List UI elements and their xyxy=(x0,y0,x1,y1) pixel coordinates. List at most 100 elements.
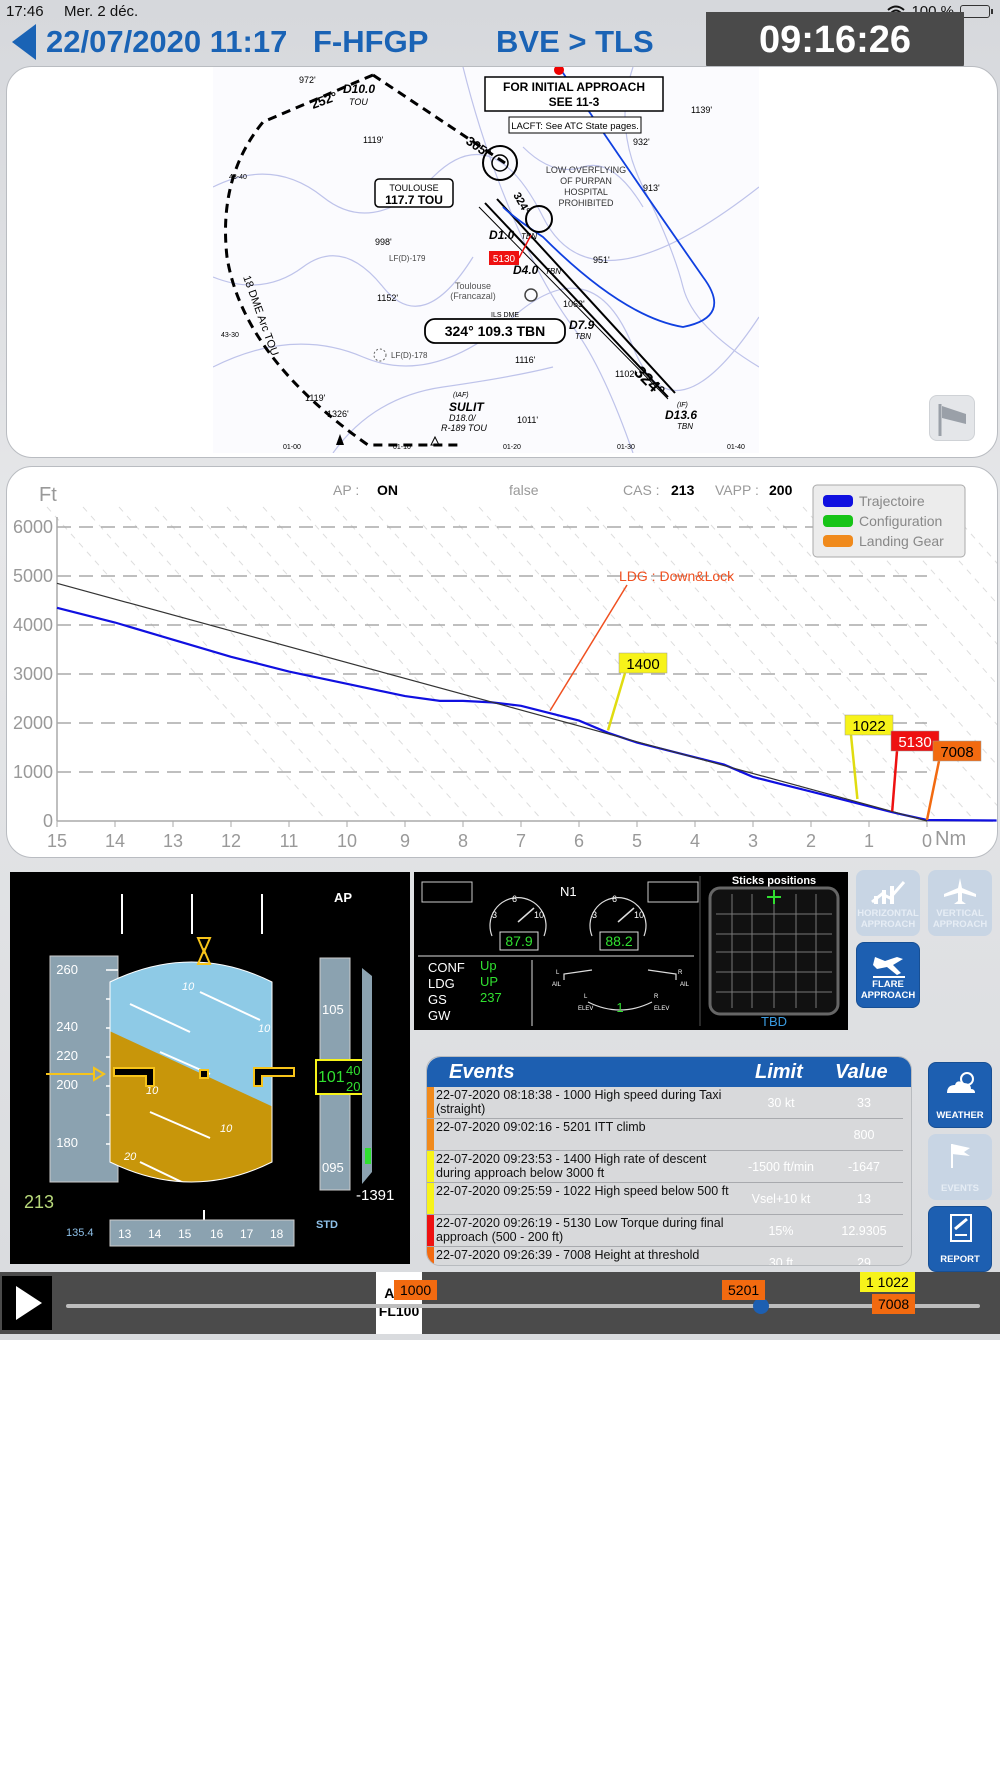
event-limit: 30 ft xyxy=(768,1256,794,1266)
svg-text:10: 10 xyxy=(220,1123,233,1135)
header: 22/07/2020 11:17 F-HFGP BVE > TLS 09:16:… xyxy=(0,12,1000,70)
event-severity-bar xyxy=(427,1215,434,1246)
chart-series xyxy=(56,582,997,822)
x-tick-label: 12 xyxy=(221,831,241,851)
timeline-event-marker[interactable]: 7008 xyxy=(872,1294,916,1314)
windsock-icon xyxy=(938,404,966,436)
x-tick-label: 5 xyxy=(632,831,642,851)
speed-bottom: 135.4 xyxy=(66,1227,94,1239)
status-date: Mer. 2 déc. xyxy=(64,3,139,20)
y-tick-label: 3000 xyxy=(13,664,53,684)
approach-chart[interactable]: FOR INITIAL APPROACH SEE 11-3 LACFT: See… xyxy=(213,67,759,453)
grid-hatch xyxy=(730,506,997,807)
x-tick-label: 14 xyxy=(105,831,125,851)
ldg-annotation: LDG : Down&Lock xyxy=(619,568,735,584)
vertical-approach-button[interactable]: VERTICAL APPROACH xyxy=(928,870,992,936)
event-value: 12.9305 xyxy=(841,1224,887,1238)
svg-text:01-10: 01-10 xyxy=(393,444,411,451)
svg-text:998': 998' xyxy=(375,237,392,247)
landing-plane-icon xyxy=(873,957,905,978)
stick-position-marker xyxy=(767,890,781,904)
svg-text:01-40: 01-40 xyxy=(727,444,745,451)
svg-text:1326': 1326' xyxy=(327,409,349,419)
weather-button[interactable]: WEATHER xyxy=(928,1062,992,1128)
x-tick-label: 3 xyxy=(748,831,758,851)
flight-controls-value: 1 xyxy=(616,1000,623,1015)
timeline-event-marker[interactable]: 1 1022 xyxy=(860,1272,915,1292)
event-row[interactable]: 22-07-2020 09:25:59 - 1022 High speed be… xyxy=(427,1183,903,1215)
timeline-event-marker[interactable]: 1000 xyxy=(394,1280,438,1300)
event-limit: 30 kt xyxy=(767,1096,795,1110)
gw-label: GW xyxy=(428,1008,451,1023)
svg-text:D7.9: D7.9 xyxy=(569,318,595,332)
svg-text:932': 932' xyxy=(633,137,650,147)
sticks-status: TBD xyxy=(761,1014,787,1029)
report-button[interactable]: REPORT xyxy=(928,1206,992,1272)
svg-text:(IAF): (IAF) xyxy=(453,392,469,399)
svg-text:R: R xyxy=(654,994,659,1000)
timeline-event-marker[interactable]: 5201 xyxy=(722,1280,766,1300)
timeline-thumb[interactable] xyxy=(752,1298,769,1314)
svg-text:D4.0: D4.0 xyxy=(513,263,539,277)
event-row[interactable]: 22-07-2020 09:26:39 - 7008 Height at thr… xyxy=(427,1247,903,1266)
event-severity-bar xyxy=(427,1247,434,1265)
grid-hatch xyxy=(442,506,724,822)
svg-text:1139': 1139' xyxy=(691,105,712,115)
dme-arc xyxy=(224,73,461,447)
speed-tick-220: 220 xyxy=(56,1048,78,1063)
alt-tick-105: 105 xyxy=(322,1002,344,1017)
n1-label: N1 xyxy=(560,884,577,899)
svg-text:13: 13 xyxy=(118,1227,132,1241)
svg-text:43-40: 43-40 xyxy=(229,174,247,181)
svg-text:D1.0: D1.0 xyxy=(489,228,515,242)
event-flag-line xyxy=(606,672,627,731)
svg-text:43-30: 43-30 xyxy=(221,332,239,339)
svg-text:L: L xyxy=(556,970,560,976)
event-row[interactable]: 22-07-2020 09:26:19 - 5130 Low Torque du… xyxy=(427,1215,903,1247)
svg-text:(IF): (IF) xyxy=(677,402,688,409)
timeline-track[interactable] xyxy=(66,1304,980,1308)
svg-text:17: 17 xyxy=(240,1227,254,1241)
flight-track xyxy=(502,67,716,328)
event-value: -1647 xyxy=(848,1160,880,1174)
map-event-tag: 5130 xyxy=(493,254,516,265)
flare-approach-button[interactable]: FLARE APPROACH xyxy=(856,942,920,1008)
play-button[interactable] xyxy=(2,1276,52,1330)
grid-hatch xyxy=(262,506,544,822)
x-tick-label: 13 xyxy=(163,831,183,851)
svg-text:10: 10 xyxy=(634,910,644,920)
event-text: 22-07-2020 09:25:59 - 1022 High speed be… xyxy=(436,1184,729,1198)
vertical-speed: -1391 xyxy=(356,1187,394,1204)
svg-text:10: 10 xyxy=(258,1023,271,1035)
event-row[interactable]: 22-07-2020 09:23:53 - 1400 High rate of … xyxy=(427,1151,903,1183)
event-row[interactable]: 22-07-2020 08:18:38 - 1000 High speed du… xyxy=(427,1087,903,1119)
horizontal-approach-button[interactable]: HORIZONTAL APPROACH xyxy=(856,870,920,936)
svg-text:AIL: AIL xyxy=(552,982,562,988)
x-tick-label: 2 xyxy=(806,831,816,851)
grid-hatch xyxy=(154,506,436,822)
svg-text:10: 10 xyxy=(146,1085,159,1097)
grid-hatch xyxy=(658,506,940,822)
back-arrow-icon[interactable] xyxy=(8,22,42,62)
event-flag-label: 7008 xyxy=(940,744,973,761)
chart-grid xyxy=(46,506,997,822)
svg-text:913': 913' xyxy=(643,183,660,193)
grid-hatch xyxy=(550,506,832,822)
flight-datetime: 22/07/2020 11:17 xyxy=(46,24,288,59)
events-button[interactable]: EVENTS xyxy=(928,1134,992,1200)
flag-icon xyxy=(951,1144,970,1168)
altitude-sub-b: 20 xyxy=(346,1079,360,1094)
horizontal-approach-icon xyxy=(871,881,906,904)
event-severity-bar xyxy=(427,1087,434,1118)
event-text: 22-07-2020 09:26:19 - 5130 Low Torque du… xyxy=(436,1216,724,1244)
mode-value: false xyxy=(509,482,539,498)
x-tick-label: 7 xyxy=(516,831,526,851)
svg-text:(Francazal): (Francazal) xyxy=(450,291,496,301)
event-severity-bar xyxy=(427,1151,434,1182)
windsock-button[interactable] xyxy=(929,395,975,441)
col-limit: Limit xyxy=(755,1061,803,1083)
col-value: Value xyxy=(835,1061,888,1083)
